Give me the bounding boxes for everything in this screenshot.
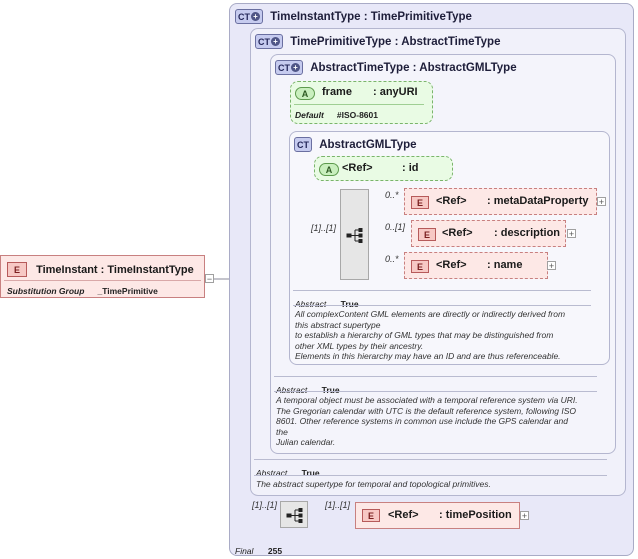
default-label: Default (295, 110, 324, 120)
attribute-badge: A (319, 163, 339, 176)
ct-title: TimePrimitiveType : AbstractTimeType (290, 35, 501, 48)
ct-header: CT+ AbstractTimeType : AbstractGMLType (275, 60, 517, 75)
complex-type-icon: CT+ (255, 34, 283, 49)
ref-label: <Ref> (442, 227, 473, 239)
complex-type-icon: CT (294, 137, 312, 152)
doc-line: Julian calendar. (276, 437, 336, 448)
cardinality-label: 0..* (385, 254, 399, 264)
divider (254, 475, 607, 476)
doc-line: 8601. Other reference systems in common … (276, 416, 568, 427)
element-name-ref[interactable]: E <Ref> : name (404, 252, 548, 279)
documentation: A temporal object must be associated wit… (276, 395, 606, 448)
substitution-group-label: Substitution Group (7, 286, 85, 296)
complex-type-abstractgmltype: CT AbstractGMLType A <Ref> : id [1]..[1]… (289, 131, 610, 365)
element-badge: E (411, 260, 429, 273)
abstract-value: True (321, 385, 340, 395)
ct-header: CT+ TimePrimitiveType : AbstractTimeType (255, 34, 500, 49)
root-element-name: TimeInstant : TimeInstantType (36, 263, 194, 276)
element-timeposition[interactable]: E <Ref> : timePosition (355, 502, 520, 529)
sequence-icon (346, 228, 363, 243)
complex-type-icon: CT+ (275, 60, 303, 75)
ref-label: <Ref> (342, 162, 373, 174)
doc-line: The Gregorian calendar with UTC is the d… (276, 405, 576, 416)
ct-header: CT AbstractGMLType (294, 137, 417, 152)
divider (294, 104, 424, 105)
ct-title: AbstractTimeType : AbstractGMLType (310, 61, 517, 74)
default-property: Default #ISO-8601 (295, 109, 378, 121)
attribute-frame[interactable]: A frame : anyURI Default #ISO-8601 (290, 81, 433, 124)
element-badge: E (362, 509, 380, 522)
final-property: Final 255 (235, 541, 282, 559)
cardinality-label: 0..* (385, 190, 399, 200)
abstract-label: Abstract (295, 299, 327, 309)
expand-icon[interactable]: + (597, 197, 606, 207)
expand-icon[interactable]: + (567, 229, 576, 239)
ref-label: <Ref> (436, 259, 467, 271)
ct-title: TimeInstantType : TimePrimitiveType (270, 10, 472, 23)
attribute-badge: A (295, 87, 315, 100)
cardinality-label: [1]..[1] (311, 223, 337, 233)
element-name: : timePosition (439, 509, 512, 521)
complex-type-icon: CT+ (235, 9, 263, 24)
final-label: Final (235, 546, 254, 556)
abstract-label: Abstract (256, 468, 288, 478)
expand-icon[interactable]: + (547, 261, 556, 271)
doc-line: the (276, 426, 288, 437)
expand-toggle-icon[interactable]: − (205, 274, 214, 284)
root-element[interactable]: E TimeInstant : TimeInstantType Substitu… (0, 255, 205, 298)
doc-line: to establish a hierarchy of GML types th… (295, 330, 554, 341)
doc-line: A temporal object must be associated wit… (276, 395, 578, 405)
doc-line: other XML types by their ancestry. (295, 340, 424, 351)
doc-line: Elements in this hierarchy may have an I… (295, 351, 561, 362)
abstract-label: Abstract (276, 385, 308, 395)
element-badge: E (7, 262, 27, 277)
documentation: The abstract supertype for temporal and … (256, 479, 491, 489)
expand-icon[interactable]: + (520, 511, 529, 521)
doc-line: All complexContent GML elements are dire… (295, 309, 566, 319)
attribute-type: : anyURI (373, 86, 418, 98)
abstract-value: True (340, 299, 359, 309)
element-name: : description (494, 227, 561, 239)
abstract-value: True (301, 468, 320, 478)
sequence-compositor-icon[interactable] (280, 501, 308, 528)
cardinality-label: [1]..[1] (325, 500, 351, 510)
ref-label: <Ref> (436, 195, 467, 207)
element-metadataproperty[interactable]: E <Ref> : metaDataProperty (404, 188, 597, 215)
abstract-property: Abstract True (295, 294, 359, 312)
cardinality-label: 0..[1] (385, 222, 406, 232)
documentation: All complexContent GML elements are dire… (295, 309, 605, 362)
element-badge: E (411, 196, 429, 209)
root-element-header: E TimeInstant : TimeInstantType (7, 262, 194, 277)
sequence-icon (286, 508, 303, 523)
substitution-group-value: _TimePrimitive (97, 286, 158, 296)
doc-line: this abstract supertype (295, 319, 381, 330)
divider (293, 305, 591, 306)
element-name: : metaDataProperty (487, 195, 589, 207)
abstract-property: Abstract True (256, 463, 320, 481)
attribute-name: : id (402, 162, 419, 174)
sequence-compositor-icon[interactable] (340, 189, 369, 280)
element-badge: E (418, 228, 436, 241)
final-value: 255 (267, 546, 283, 556)
divider (254, 459, 607, 460)
element-description[interactable]: E <Ref> : description (411, 220, 566, 247)
ct-header: CT+ TimeInstantType : TimePrimitiveType (235, 9, 472, 24)
divider (274, 376, 597, 377)
attribute-name: frame (322, 86, 352, 98)
ref-label: <Ref> (388, 509, 419, 521)
ct-title: AbstractGMLType (319, 138, 417, 151)
divider (4, 280, 201, 281)
attribute-id[interactable]: A <Ref> : id (314, 156, 453, 181)
cardinality-label: [1]..[1] (252, 500, 278, 510)
element-name: : name (487, 259, 523, 271)
abstract-property: Abstract True (276, 380, 340, 398)
divider (293, 290, 591, 291)
substitution-group: Substitution Group _TimePrimitive (7, 285, 158, 297)
divider (274, 391, 597, 392)
default-value: #ISO-8601 (336, 110, 378, 120)
